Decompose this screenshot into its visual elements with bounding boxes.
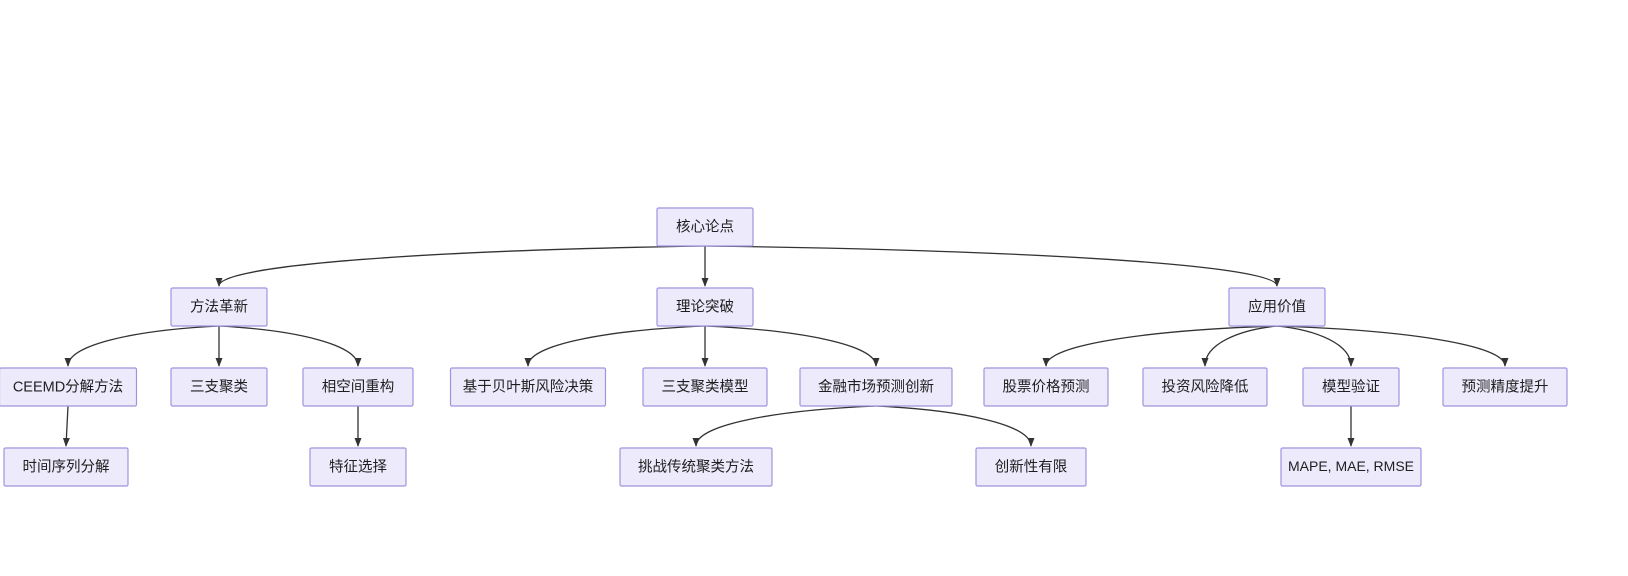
node-box-metrics[interactable]	[1280, 447, 1422, 487]
node-box-cluster3[interactable]	[170, 367, 268, 407]
node-box-ceemd[interactable]	[0, 367, 138, 407]
node-box-validate[interactable]	[1302, 367, 1400, 407]
node-finance[interactable]: 金融市场预测创新	[799, 367, 953, 407]
edge-finance-to-challenge	[692, 405, 877, 447]
node-root[interactable]: 核心论点	[656, 207, 754, 247]
node-box-value[interactable]	[1228, 287, 1326, 327]
node-accuracy[interactable]: 预测精度提升	[1442, 367, 1568, 407]
edge-theory-to-bayes	[524, 325, 706, 367]
node-bayes[interactable]: 基于贝叶斯风险决策	[449, 367, 607, 407]
edge-root-to-method	[215, 245, 706, 287]
node-box-featsel[interactable]	[309, 447, 407, 487]
node-label-stock: 股票价格预测	[1003, 378, 1090, 395]
edge-root-to-value	[704, 245, 1281, 287]
node-featsel[interactable]: 特征选择	[309, 447, 407, 487]
edge-value-to-validate	[1276, 325, 1355, 367]
edge-value-to-stock	[1042, 325, 1278, 367]
node-limited[interactable]: 创新性有限	[975, 447, 1087, 487]
node-validate[interactable]: 模型验证	[1302, 367, 1400, 407]
edge-finance-to-limited	[875, 405, 1035, 447]
node-box-bayes[interactable]	[449, 367, 607, 407]
node-label-bayes: 基于贝叶斯风险决策	[463, 378, 594, 395]
node-metrics[interactable]: MAPE, MAE, RMSE	[1280, 447, 1422, 487]
edge-method-to-ceemd	[64, 325, 220, 367]
node-box-root[interactable]	[656, 207, 754, 247]
node-method[interactable]: 方法革新	[170, 287, 268, 327]
node-label-validate: 模型验证	[1322, 378, 1380, 395]
node-box-risk[interactable]	[1142, 367, 1268, 407]
node-box-limited[interactable]	[975, 447, 1087, 487]
node-box-challenge[interactable]	[619, 447, 773, 487]
node-risk[interactable]: 投资风险降低	[1142, 367, 1268, 407]
edge-ceemd-to-tsdecomp	[62, 405, 70, 447]
node-label-theory: 理论突破	[676, 298, 734, 315]
node-phase[interactable]: 相空间重构	[302, 367, 414, 407]
node-ceemd[interactable]: CEEMD分解方法	[0, 367, 138, 407]
edge-theory-to-finance	[704, 325, 880, 367]
node-cluster3m[interactable]: 三支聚类模型	[642, 367, 768, 407]
node-box-stock[interactable]	[983, 367, 1109, 407]
node-label-phase: 相空间重构	[322, 378, 395, 395]
node-label-accuracy: 预测精度提升	[1462, 378, 1549, 395]
node-label-metrics: MAPE, MAE, RMSE	[1288, 458, 1414, 474]
node-box-method[interactable]	[170, 287, 268, 327]
node-value[interactable]: 应用价值	[1228, 287, 1326, 327]
node-stock[interactable]: 股票价格预测	[983, 367, 1109, 407]
node-label-finance: 金融市场预测创新	[818, 378, 934, 395]
edges-layer	[62, 245, 1509, 447]
edge-value-to-risk	[1201, 325, 1278, 367]
node-box-cluster3m[interactable]	[642, 367, 768, 407]
node-box-phase[interactable]	[302, 367, 414, 407]
node-label-risk: 投资风险降低	[1162, 378, 1249, 395]
node-box-theory[interactable]	[656, 287, 754, 327]
node-box-accuracy[interactable]	[1442, 367, 1568, 407]
node-label-cluster3m: 三支聚类模型	[662, 378, 749, 395]
node-challenge[interactable]: 挑战传统聚类方法	[619, 447, 773, 487]
node-label-method: 方法革新	[190, 298, 248, 315]
node-label-root: 核心论点	[676, 218, 734, 235]
node-label-cluster3: 三支聚类	[190, 378, 248, 395]
node-label-limited: 创新性有限	[995, 458, 1068, 475]
edge-value-to-accuracy	[1276, 325, 1509, 367]
node-label-tsdecomp: 时间序列分解	[23, 458, 110, 475]
node-label-challenge: 挑战传统聚类方法	[638, 458, 754, 475]
node-theory[interactable]: 理论突破	[656, 287, 754, 327]
node-label-value: 应用价值	[1248, 297, 1306, 315]
edge-method-to-phase	[218, 325, 362, 367]
node-tsdecomp[interactable]: 时间序列分解	[3, 447, 129, 487]
node-label-ceemd: CEEMD分解方法	[13, 378, 123, 395]
node-box-tsdecomp[interactable]	[3, 447, 129, 487]
node-cluster3[interactable]: 三支聚类	[170, 367, 268, 407]
node-label-featsel: 特征选择	[329, 458, 387, 475]
node-box-finance[interactable]	[799, 367, 953, 407]
